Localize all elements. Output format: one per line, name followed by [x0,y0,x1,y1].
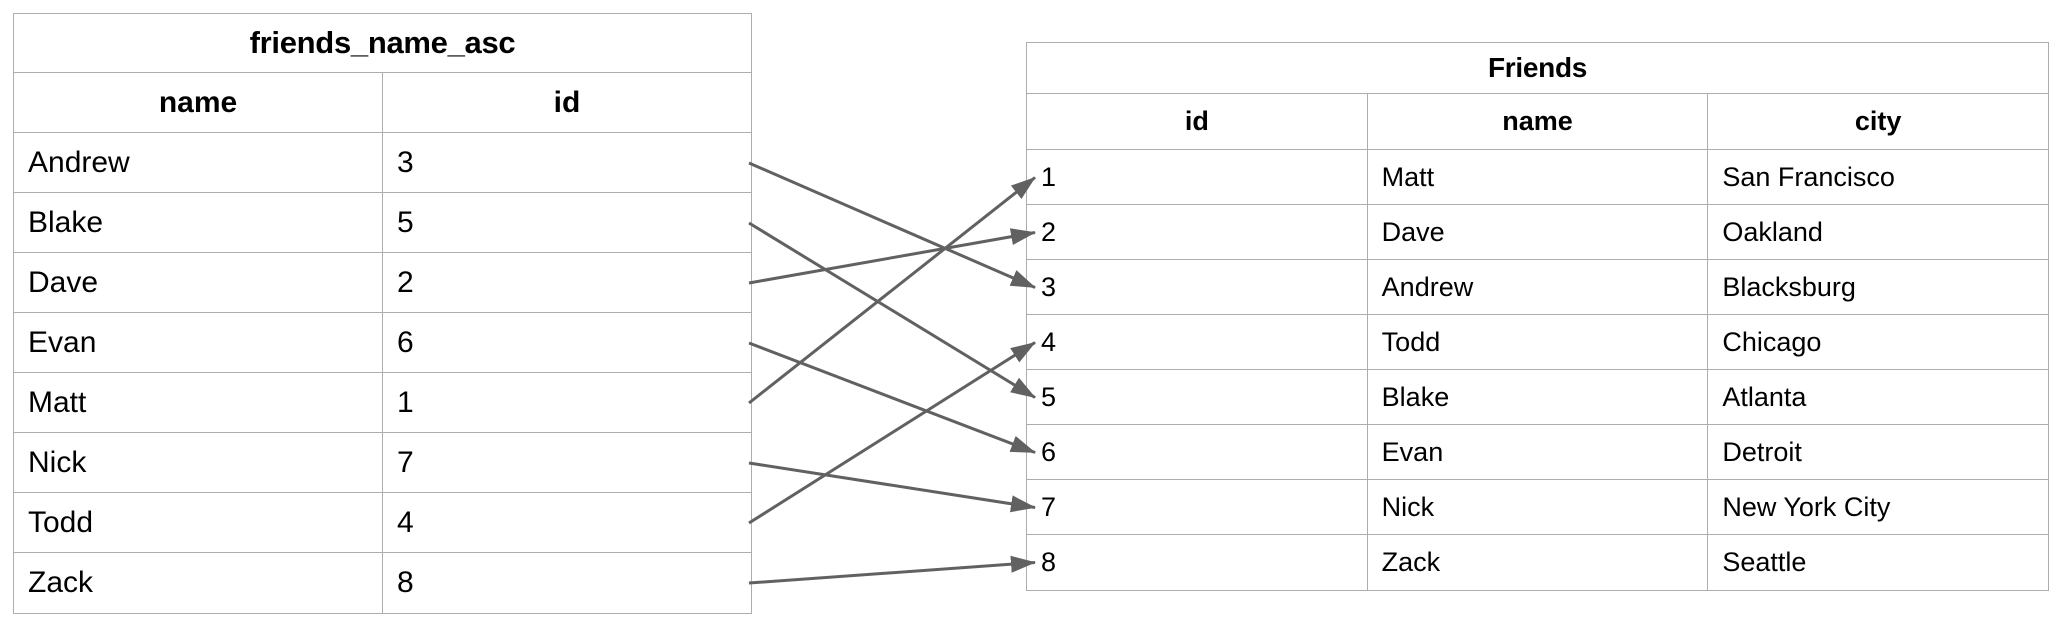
cell-city: San Francisco [1722,161,1895,192]
column-header-name: name [14,73,383,132]
cell-name: Evan [1368,425,1709,479]
cell-id: 4 [397,505,414,539]
index-arrow-todd-to-4 [748,341,1036,525]
cell-city: Atlanta [1722,381,1807,412]
table-row: 1 Matt San Francisco [1027,150,2048,205]
cell-id: 3 [1027,260,1368,314]
table-row: 6 Evan Detroit [1027,425,2048,480]
cell-name: Todd [1368,315,1709,369]
cell-id: 4 [1027,315,1368,369]
column-header-id: id [1027,94,1368,149]
index-arrow-zack-to-8 [748,555,1036,585]
cell-name: Nick [14,433,383,492]
index-arrow-andrew-to-3 [748,161,1036,289]
index-arrow-evan-to-6 [748,341,1036,454]
cell-city: New York City [1722,491,1891,522]
cell-id: 2 [397,265,414,299]
table-row: Andrew 3 [14,133,751,193]
cell-id: 6 [1027,425,1368,479]
cell-id: 7 [397,445,414,479]
cell-id: 1 [397,385,414,419]
index-arrow-nick-to-7 [748,461,1036,513]
cell-id: 7 [1027,480,1368,534]
cell-name: Blake [1368,370,1709,424]
friends-table: Friends id name city 1 Matt San Francisc… [1026,42,2049,591]
index-table-friends-name-asc: friends_name_asc name id Andrew 3 Blake … [13,13,752,614]
cell-id: 8 [397,566,414,599]
table-row: Matt 1 [14,373,751,433]
table-row: 7 Nick New York City [1027,480,2048,535]
cell-id: 5 [1027,370,1368,424]
cell-city: Chicago [1722,326,1822,357]
cell-id: 2 [1027,205,1368,259]
cell-city: Oakland [1722,216,1823,247]
index-arrow-matt-to-1 [748,176,1036,405]
cell-id: 8 [1027,535,1368,590]
cell-name: Todd [14,493,383,552]
table-row: 4 Todd Chicago [1027,315,2048,370]
table-row: 5 Blake Atlanta [1027,370,2048,425]
cell-name: Blake [14,193,383,252]
friends-table-title: Friends [1027,43,2048,94]
cell-name: Zack [14,553,383,613]
table-row: Blake 5 [14,193,751,253]
index-arrow-blake-to-5 [748,221,1036,399]
column-header-id: id [553,85,581,119]
cell-id: 5 [397,205,414,239]
table-row: 2 Dave Oakland [1027,205,2048,260]
table-row: Nick 7 [14,433,751,493]
cell-city: Blacksburg [1722,271,1856,302]
cell-id: 3 [397,145,414,179]
index-table-header-row: name id [14,73,751,133]
cell-name: Andrew [1368,260,1709,314]
table-row: Dave 2 [14,253,751,313]
cell-name: Matt [14,373,383,432]
table-row: Zack 8 [14,553,751,613]
table-row: 3 Andrew Blacksburg [1027,260,2048,315]
cell-id: 6 [397,325,414,359]
cell-name: Zack [1368,535,1709,590]
friends-table-header-row: id name city [1027,94,2048,150]
cell-name: Nick [1368,480,1709,534]
cell-name: Matt [1368,150,1709,204]
table-row: Evan 6 [14,313,751,373]
cell-name: Dave [14,253,383,312]
cell-name: Dave [1368,205,1709,259]
column-header-city: city [1854,106,1902,136]
cell-city: Seattle [1722,547,1807,577]
table-row: 8 Zack Seattle [1027,535,2048,590]
cell-name: Andrew [14,133,383,192]
index-arrow-dave-to-2 [748,228,1036,285]
table-row: Todd 4 [14,493,751,553]
column-header-name: name [1368,94,1709,149]
cell-city: Detroit [1722,436,1802,467]
cell-id: 1 [1027,150,1368,204]
cell-name: Evan [14,313,383,372]
index-table-title: friends_name_asc [14,14,751,73]
